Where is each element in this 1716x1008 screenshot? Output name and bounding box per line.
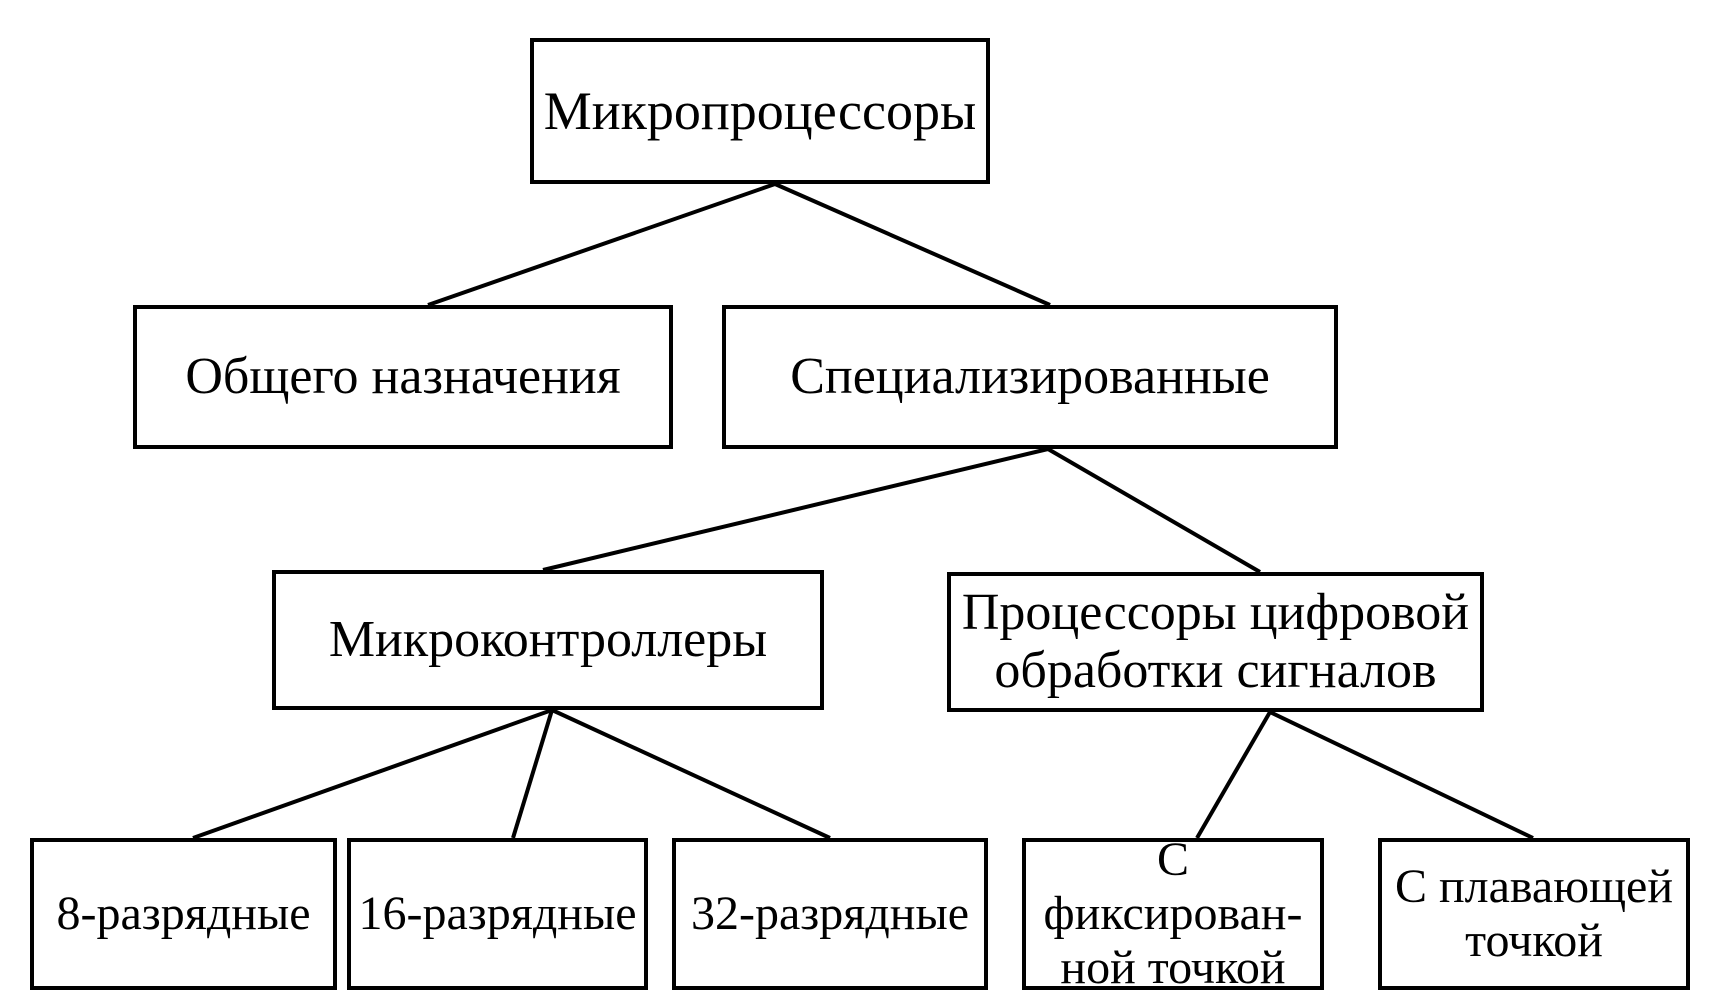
node-floating-point[interactable]: С плавающей точкой <box>1378 838 1690 990</box>
node-specialized[interactable]: Специализированные <box>722 305 1338 449</box>
connector-root-to-special <box>774 182 1051 307</box>
node-general-purpose[interactable]: Общего назначения <box>133 305 673 449</box>
node-label: Процессоры цифровой обработки сигналов <box>961 583 1470 699</box>
connector-dsp-to-fixed <box>1195 710 1272 840</box>
node-label: Микроконтроллеры <box>328 610 768 668</box>
node-16-bit[interactable]: 16-разрядные <box>347 838 648 990</box>
node-label: Общего назначения <box>185 347 621 405</box>
node-microcontrollers[interactable]: Микроконтроллеры <box>272 570 824 710</box>
connector-special-to-dsp <box>1046 447 1262 574</box>
node-microprocessors[interactable]: Микропроцессоры <box>530 38 990 184</box>
connector-dsp-to-float <box>1269 710 1534 840</box>
connector-mcu-to-bit16 <box>511 709 554 839</box>
connector-root-to-general <box>427 182 776 307</box>
node-label: С плавающей точкой <box>1394 860 1674 967</box>
node-label: 8-разрядные <box>56 887 311 941</box>
node-label: Микропроцессоры <box>543 80 977 141</box>
node-32-bit[interactable]: 32-разрядные <box>672 838 988 990</box>
node-fixed-point[interactable]: С фиксирован- ной точкой <box>1022 833 1324 994</box>
node-label: 16-разрядные <box>358 887 637 941</box>
node-label: Специализированные <box>790 347 1270 405</box>
node-label: С фиксирован- ной точкой <box>1043 833 1303 994</box>
connector-special-to-mcu <box>542 447 1049 572</box>
node-dsp[interactable]: Процессоры цифровой обработки сигналов <box>947 572 1484 712</box>
node-label: 32-разрядные <box>691 887 969 941</box>
connector-mcu-to-bit8 <box>192 708 553 840</box>
node-8-bit[interactable]: 8-разрядные <box>30 838 337 990</box>
connector-mcu-to-bit32 <box>551 708 831 840</box>
